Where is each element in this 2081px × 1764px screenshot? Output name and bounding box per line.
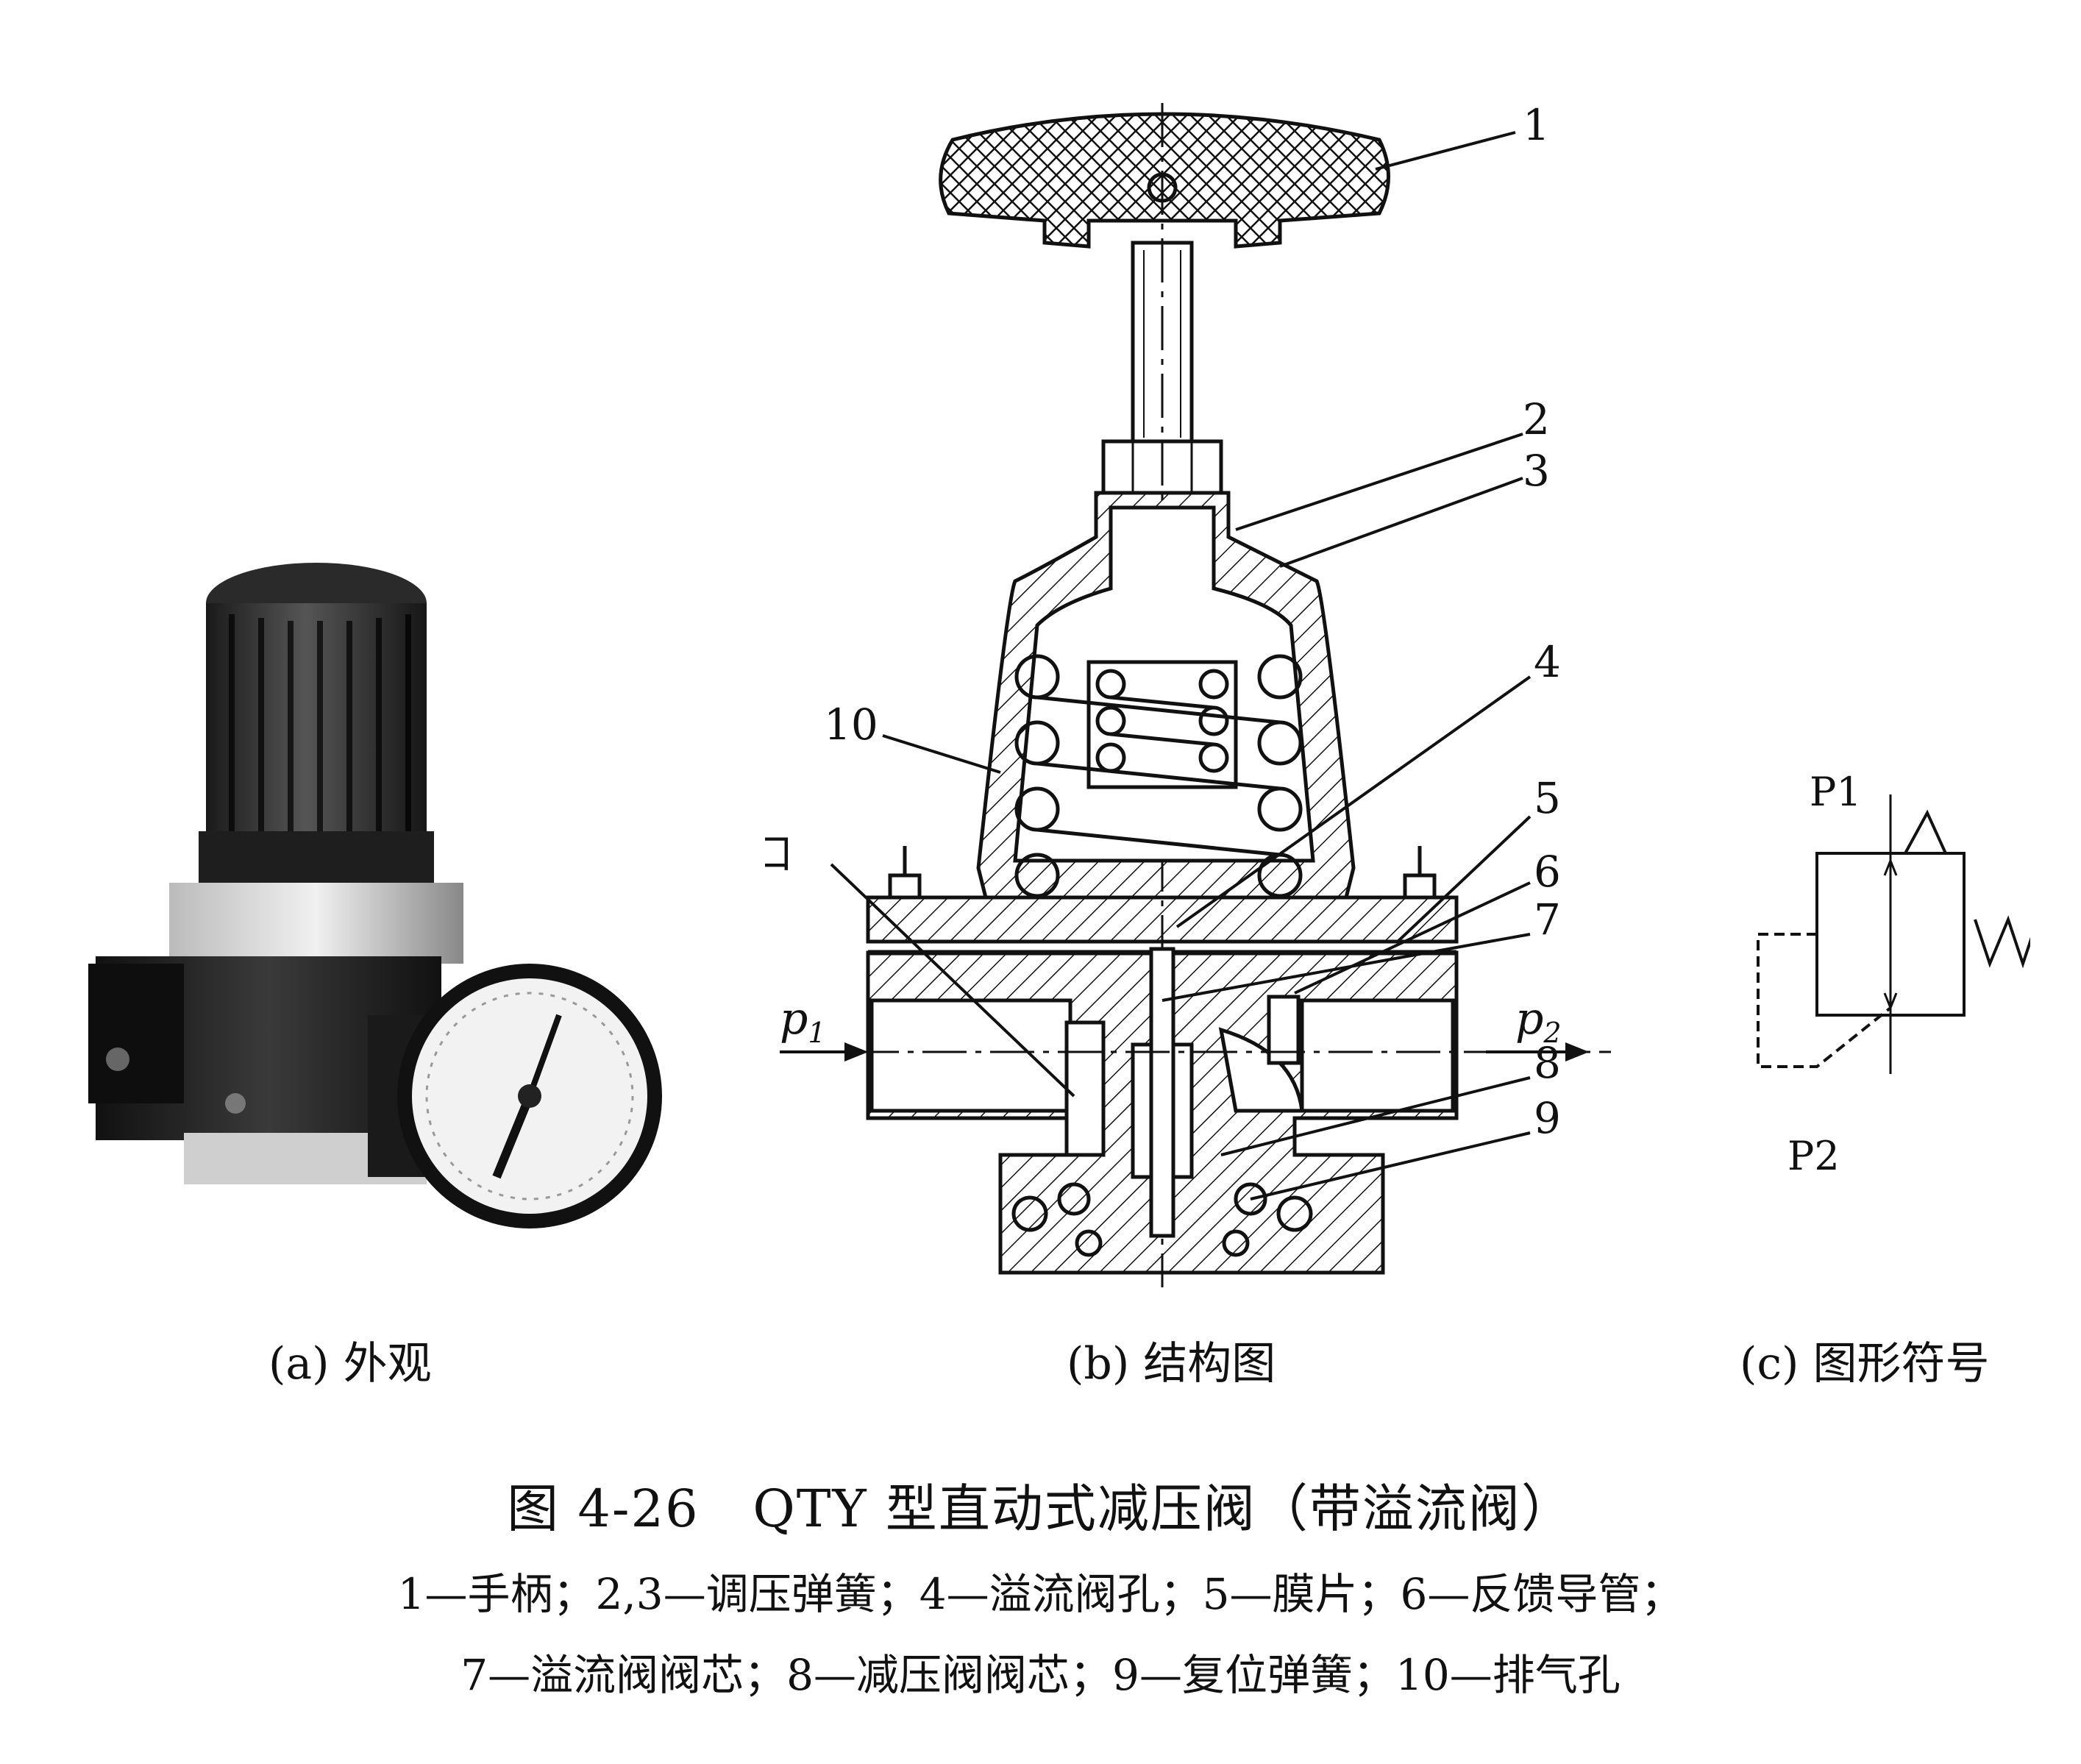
inlet-pressure-label: p1	[780, 993, 826, 1049]
callout-10: 10	[824, 700, 878, 750]
legend-line-1: 1—手柄；2,3—调压弹簧；4—溢流阀孔；5—膜片；6—反馈导管；	[397, 1569, 1684, 1619]
callout-2: 2	[1523, 394, 1550, 444]
outlet-pressure-label: p2	[1515, 993, 1562, 1049]
diaphragm	[866, 895, 1459, 944]
callout-4: 4	[1534, 637, 1561, 687]
callout-3: 3	[1523, 446, 1550, 496]
valve-photo	[88, 563, 662, 1228]
pressure-gauge	[368, 964, 662, 1228]
silver-ring	[169, 883, 463, 964]
pilot-triangle	[1904, 809, 1947, 854]
handle	[939, 112, 1390, 249]
p1-label: P1	[1810, 769, 1862, 815]
callout-9: 9	[1534, 1093, 1561, 1143]
port-label: 减压口	[765, 831, 793, 878]
caption-c: (c) 图形符号	[1740, 1338, 1990, 1390]
callout-5: 5	[1534, 773, 1561, 823]
spring-symbol	[1974, 915, 2030, 969]
knob	[206, 603, 427, 839]
callout-7: 7	[1534, 895, 1561, 945]
caption-a: (a) 外观	[268, 1338, 432, 1390]
callout-6: 6	[1534, 847, 1561, 897]
callout-1: 1	[1523, 100, 1550, 150]
legend-line-2: 7—溢流阀阀芯；8—减压阀阀芯；9—复位弹簧；10—排气孔	[460, 1650, 1621, 1700]
regulating-spring-inner	[1095, 669, 1229, 773]
callout-8: 8	[1534, 1038, 1561, 1088]
caption-b: (b) 结构图	[1067, 1338, 1276, 1390]
figure-title: 图 4-26 QTY 型直动式减压阀（带溢流阀）	[507, 1479, 1574, 1539]
graphic-symbol: P1 P2	[1757, 769, 2030, 1179]
p2-label: P2	[1787, 1133, 1840, 1179]
pilot-dashed-line	[1757, 933, 1892, 1068]
structure-diagram: 1 2 3 4 5 6 7 8 9 10 减压口 p1 p2	[765, 100, 1611, 1287]
